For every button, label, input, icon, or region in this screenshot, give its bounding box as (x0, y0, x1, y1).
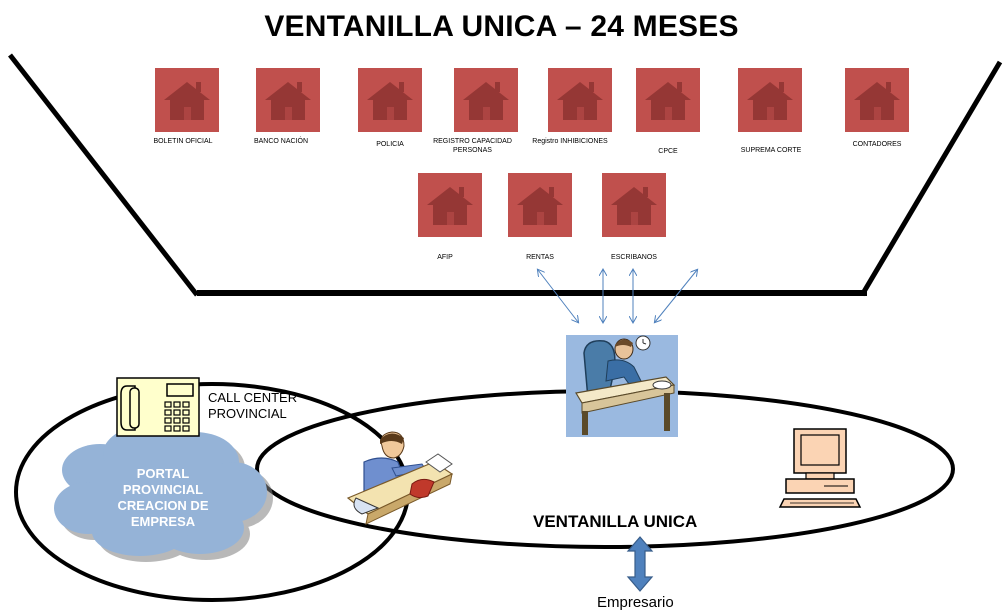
portal-line2: PROVINCIAL (122, 482, 204, 497)
house-icon (645, 82, 691, 120)
institution-label: BANCO NACIÓN (253, 138, 309, 145)
institution-boletin-oficial-house (155, 68, 219, 132)
empresario-label: Empresario (597, 594, 674, 611)
institution-cpce-house (636, 68, 700, 132)
exchange-arrows (538, 270, 697, 322)
institution-policia-house (358, 68, 422, 132)
ventanilla-unica-label: VENTANILLA UNICA (533, 512, 698, 531)
office-worker-clipart (566, 335, 678, 437)
telephone-icon (116, 377, 200, 437)
institution-contadores-house (845, 68, 909, 132)
portal-label: PORTAL PROVINCIAL CREACION DE EMPRESA (88, 466, 238, 530)
institution-label: BOLETIN OFICIAL (153, 138, 213, 145)
portal-line3: CREACION DE (117, 498, 209, 513)
institution-label: CPCE (658, 148, 678, 155)
institution-label: ESCRIBANOS (611, 254, 657, 261)
institution-registro-capacidad-house (454, 68, 518, 132)
institution-label: CONTADORES (852, 141, 902, 148)
portal-line1: PORTAL (136, 466, 190, 481)
arrow-rentas (538, 270, 578, 322)
portal-cloud (54, 426, 273, 562)
call-center-line2: PROVINCIAL (208, 406, 287, 421)
page-title: VENTANILLA UNICA – 24 MESES (264, 10, 739, 43)
house-icon (557, 82, 603, 120)
house-icon (164, 82, 210, 120)
house-icon (747, 82, 793, 120)
institution-banco-nacion-house (256, 68, 320, 132)
portal-line4: EMPRESA (130, 514, 196, 529)
funnel-left-edge (8, 53, 199, 297)
house-icon (367, 82, 413, 120)
house-icon (517, 187, 563, 225)
house-icon (611, 187, 657, 225)
institution-suprema-corte-house (738, 68, 802, 132)
institution-escribanos-house (602, 173, 666, 237)
call-center-label: CALL CENTER PROVINCIAL (208, 390, 297, 422)
computer-icon (778, 428, 862, 508)
institution-label: SUPREMA CORTE (740, 147, 802, 154)
call-center-line1: CALL CENTER (208, 390, 298, 405)
house-icon (265, 82, 311, 120)
institution-label: AFIP (437, 254, 453, 261)
house-icon (463, 82, 509, 120)
institution-label: Registro INHIBICIONES (532, 138, 608, 145)
house-icon (427, 187, 473, 225)
funnel-right-edge (859, 60, 1003, 297)
institution-afip-house (418, 173, 482, 237)
arrow-right (655, 270, 697, 322)
institution-label: RENTAS (526, 254, 554, 261)
institution-rentas-house (508, 173, 572, 237)
house-icon (854, 82, 900, 120)
double-arrow-icon (626, 536, 654, 592)
institution-label: POLICIA (376, 141, 404, 148)
person-at-desk-clipart (346, 431, 454, 525)
institution-registro-inhibiciones-house (548, 68, 612, 132)
institution-label: REGISTRO CAPACIDAD PERSONAS (433, 138, 512, 154)
